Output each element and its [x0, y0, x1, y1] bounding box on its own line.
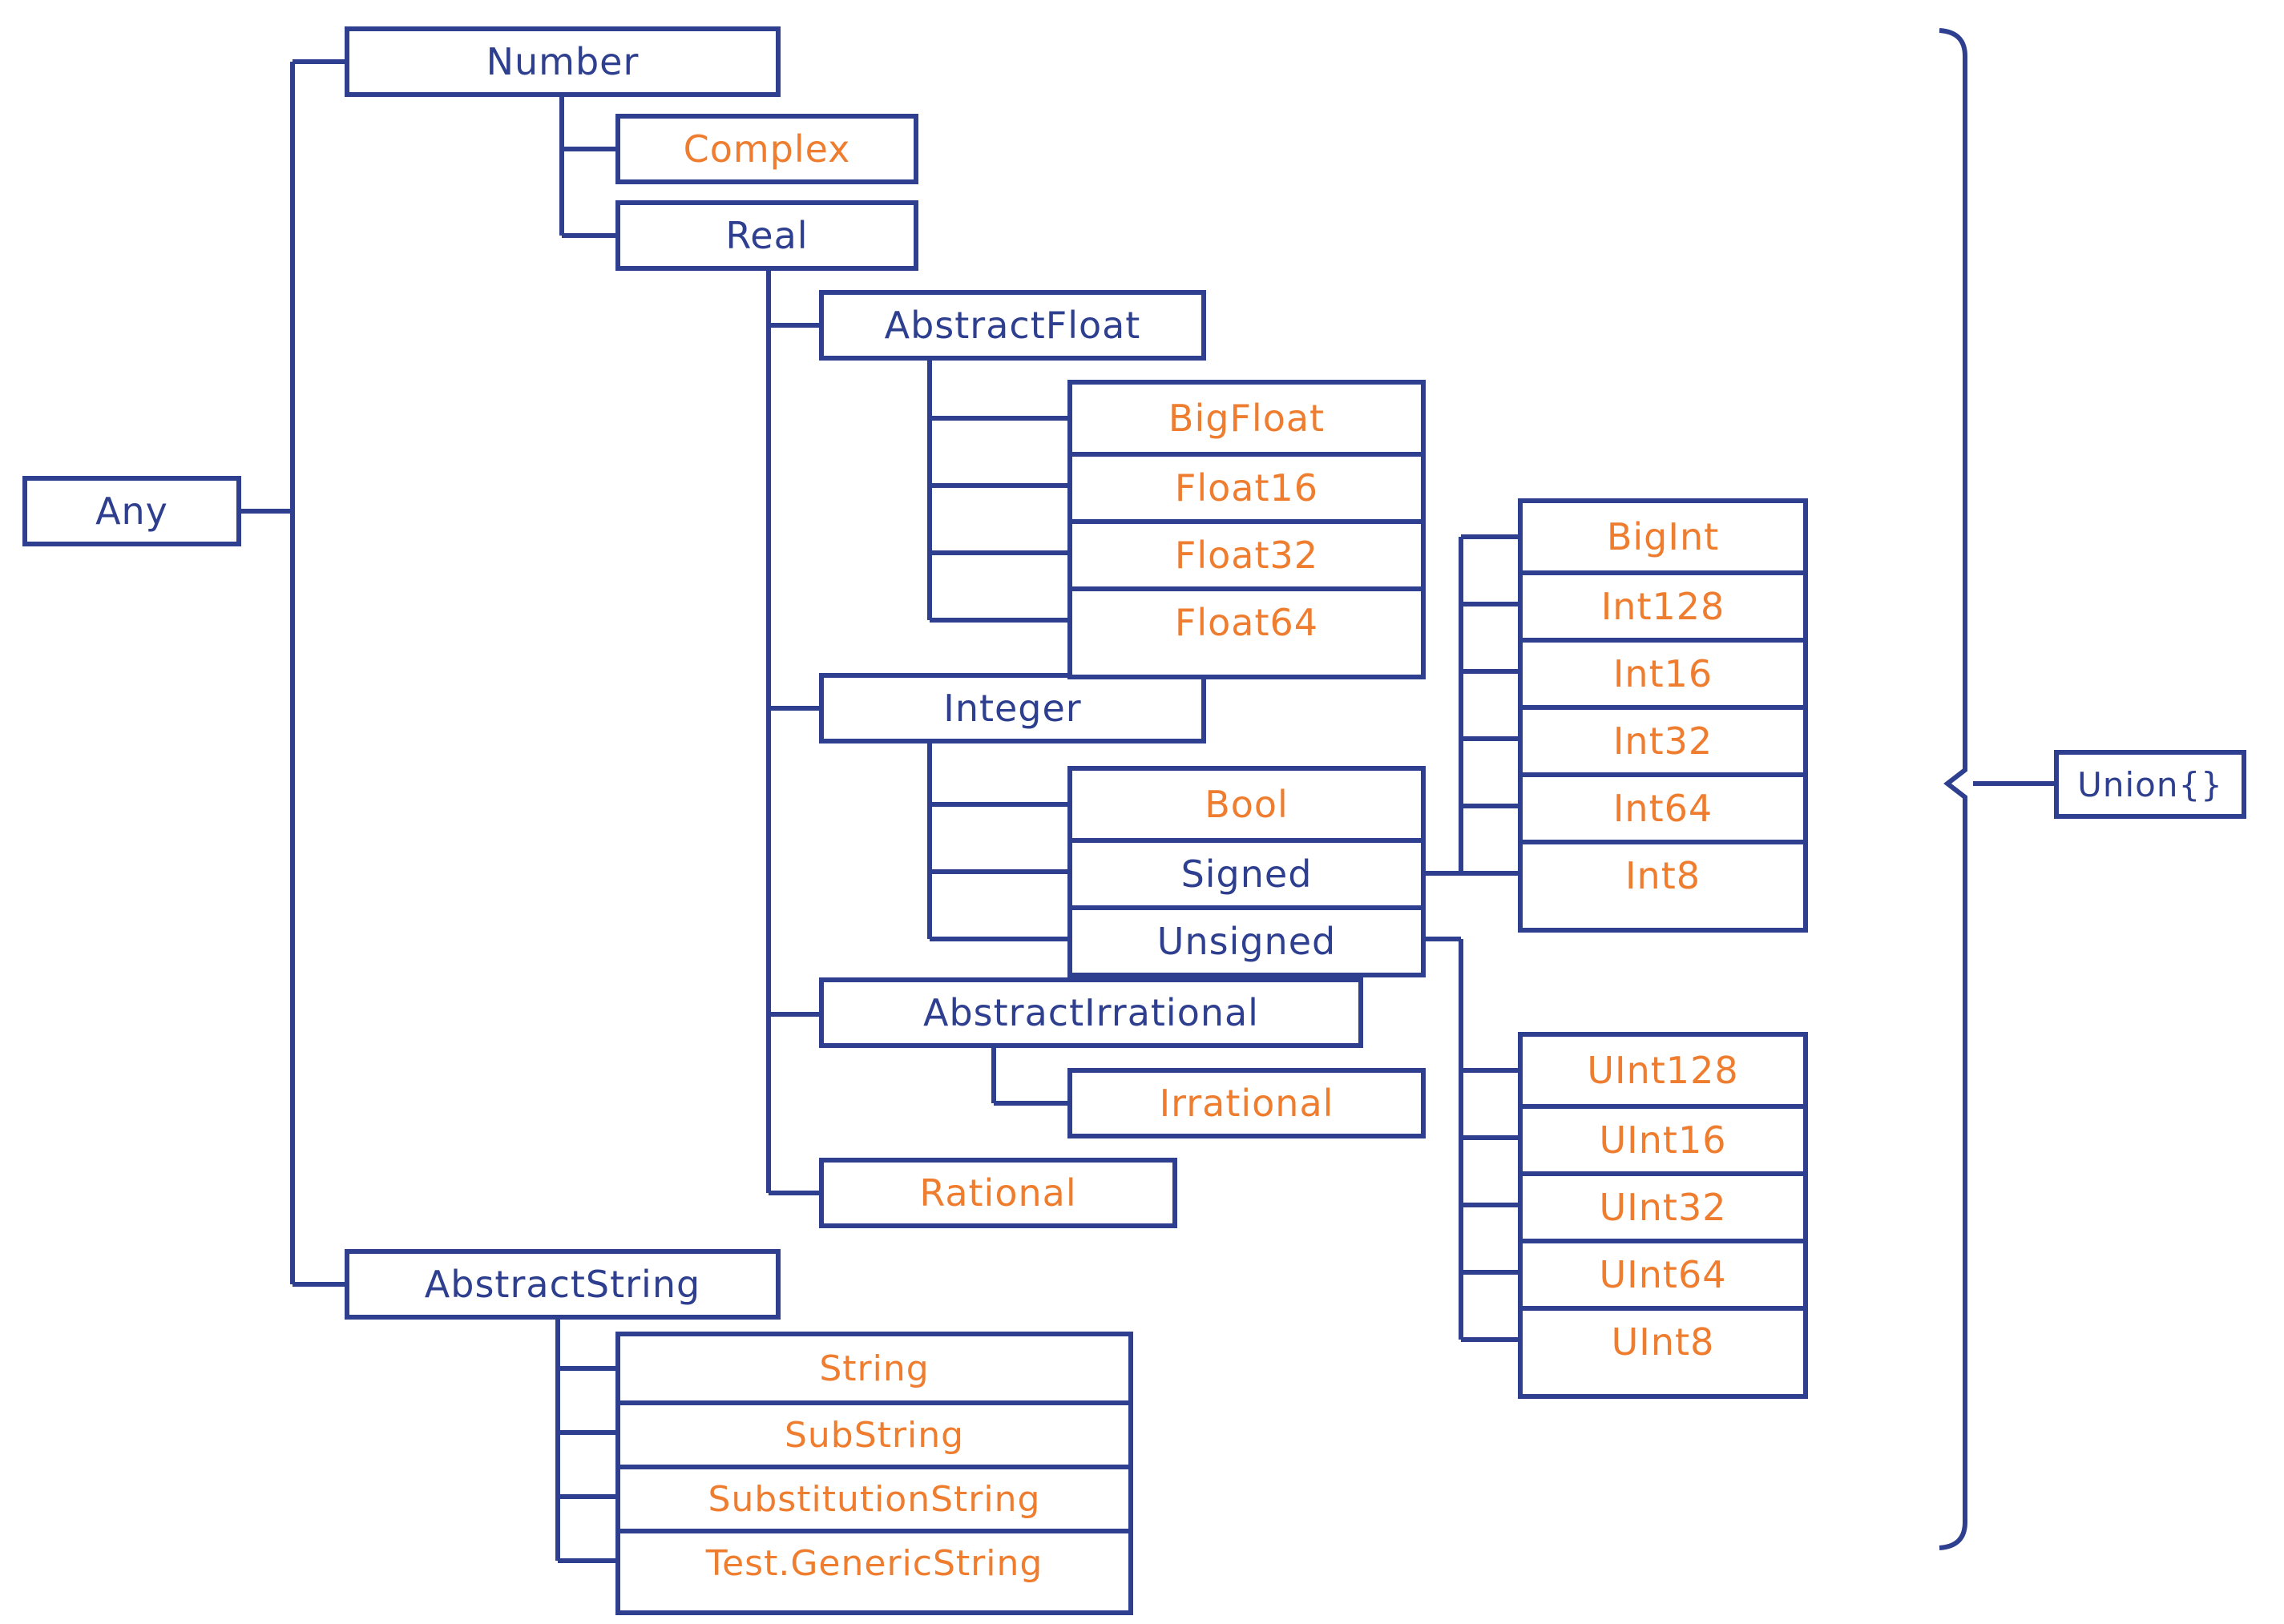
type-box-testgenericstring: Test.GenericString [620, 1529, 1128, 1593]
type-box-int32: Int32 [1523, 705, 1803, 772]
type-box-float16: Float16 [1072, 452, 1421, 519]
type-box-int128: Int128 [1523, 570, 1803, 638]
type-box-bool: Bool [1205, 783, 1289, 826]
type-box-int16: Int16 [1523, 638, 1803, 705]
type-box-unsigned: Unsigned [1072, 905, 1421, 973]
type-box-union: Union{} [2054, 750, 2246, 819]
type-box-uint128: UInt128 [1587, 1049, 1739, 1092]
type-box-complex: Complex [615, 114, 918, 184]
type-box-uint32: UInt32 [1523, 1171, 1803, 1239]
type-box-signed: Signed [1072, 838, 1421, 905]
unsigned-int-stack: UInt128 UInt16 UInt32 UInt64 UInt8 [1518, 1032, 1808, 1399]
type-box-bigint: BigInt [1606, 515, 1720, 558]
type-box-integer: Integer [819, 673, 1206, 743]
type-box-string: String [819, 1348, 930, 1389]
signed-int-stack: BigInt Int128 Int16 Int32 Int64 Int8 [1518, 498, 1808, 933]
type-box-abstractirrational: AbstractIrrational [819, 977, 1363, 1048]
type-box-float32: Float32 [1072, 519, 1421, 586]
type-box-substring: SubString [620, 1400, 1128, 1465]
type-box-irrational: Irrational [1067, 1068, 1426, 1138]
type-box-uint8: UInt8 [1523, 1306, 1803, 1373]
union-bracket [1939, 28, 1967, 1550]
type-box-abstractstring: AbstractString [345, 1249, 781, 1320]
type-box-int64: Int64 [1523, 772, 1803, 840]
type-box-float64: Float64 [1072, 586, 1421, 654]
type-box-rational: Rational [819, 1158, 1177, 1228]
type-box-int8: Int8 [1523, 840, 1803, 907]
float-stack: BigFloat Float16 Float32 Float64 [1067, 380, 1426, 679]
type-box-number: Number [345, 26, 781, 97]
string-stack: String SubString SubstitutionString Test… [615, 1332, 1133, 1615]
type-box-abstractfloat: AbstractFloat [819, 290, 1206, 361]
type-box-bigfloat: BigFloat [1168, 397, 1326, 440]
type-box-substitutionstring: SubstitutionString [620, 1465, 1128, 1529]
type-box-any: Any [22, 476, 241, 546]
type-box-uint16: UInt16 [1523, 1104, 1803, 1171]
type-box-uint64: UInt64 [1523, 1239, 1803, 1306]
integer-subtypes-stack: Bool Signed Unsigned [1067, 766, 1426, 977]
type-box-real: Real [615, 200, 918, 271]
